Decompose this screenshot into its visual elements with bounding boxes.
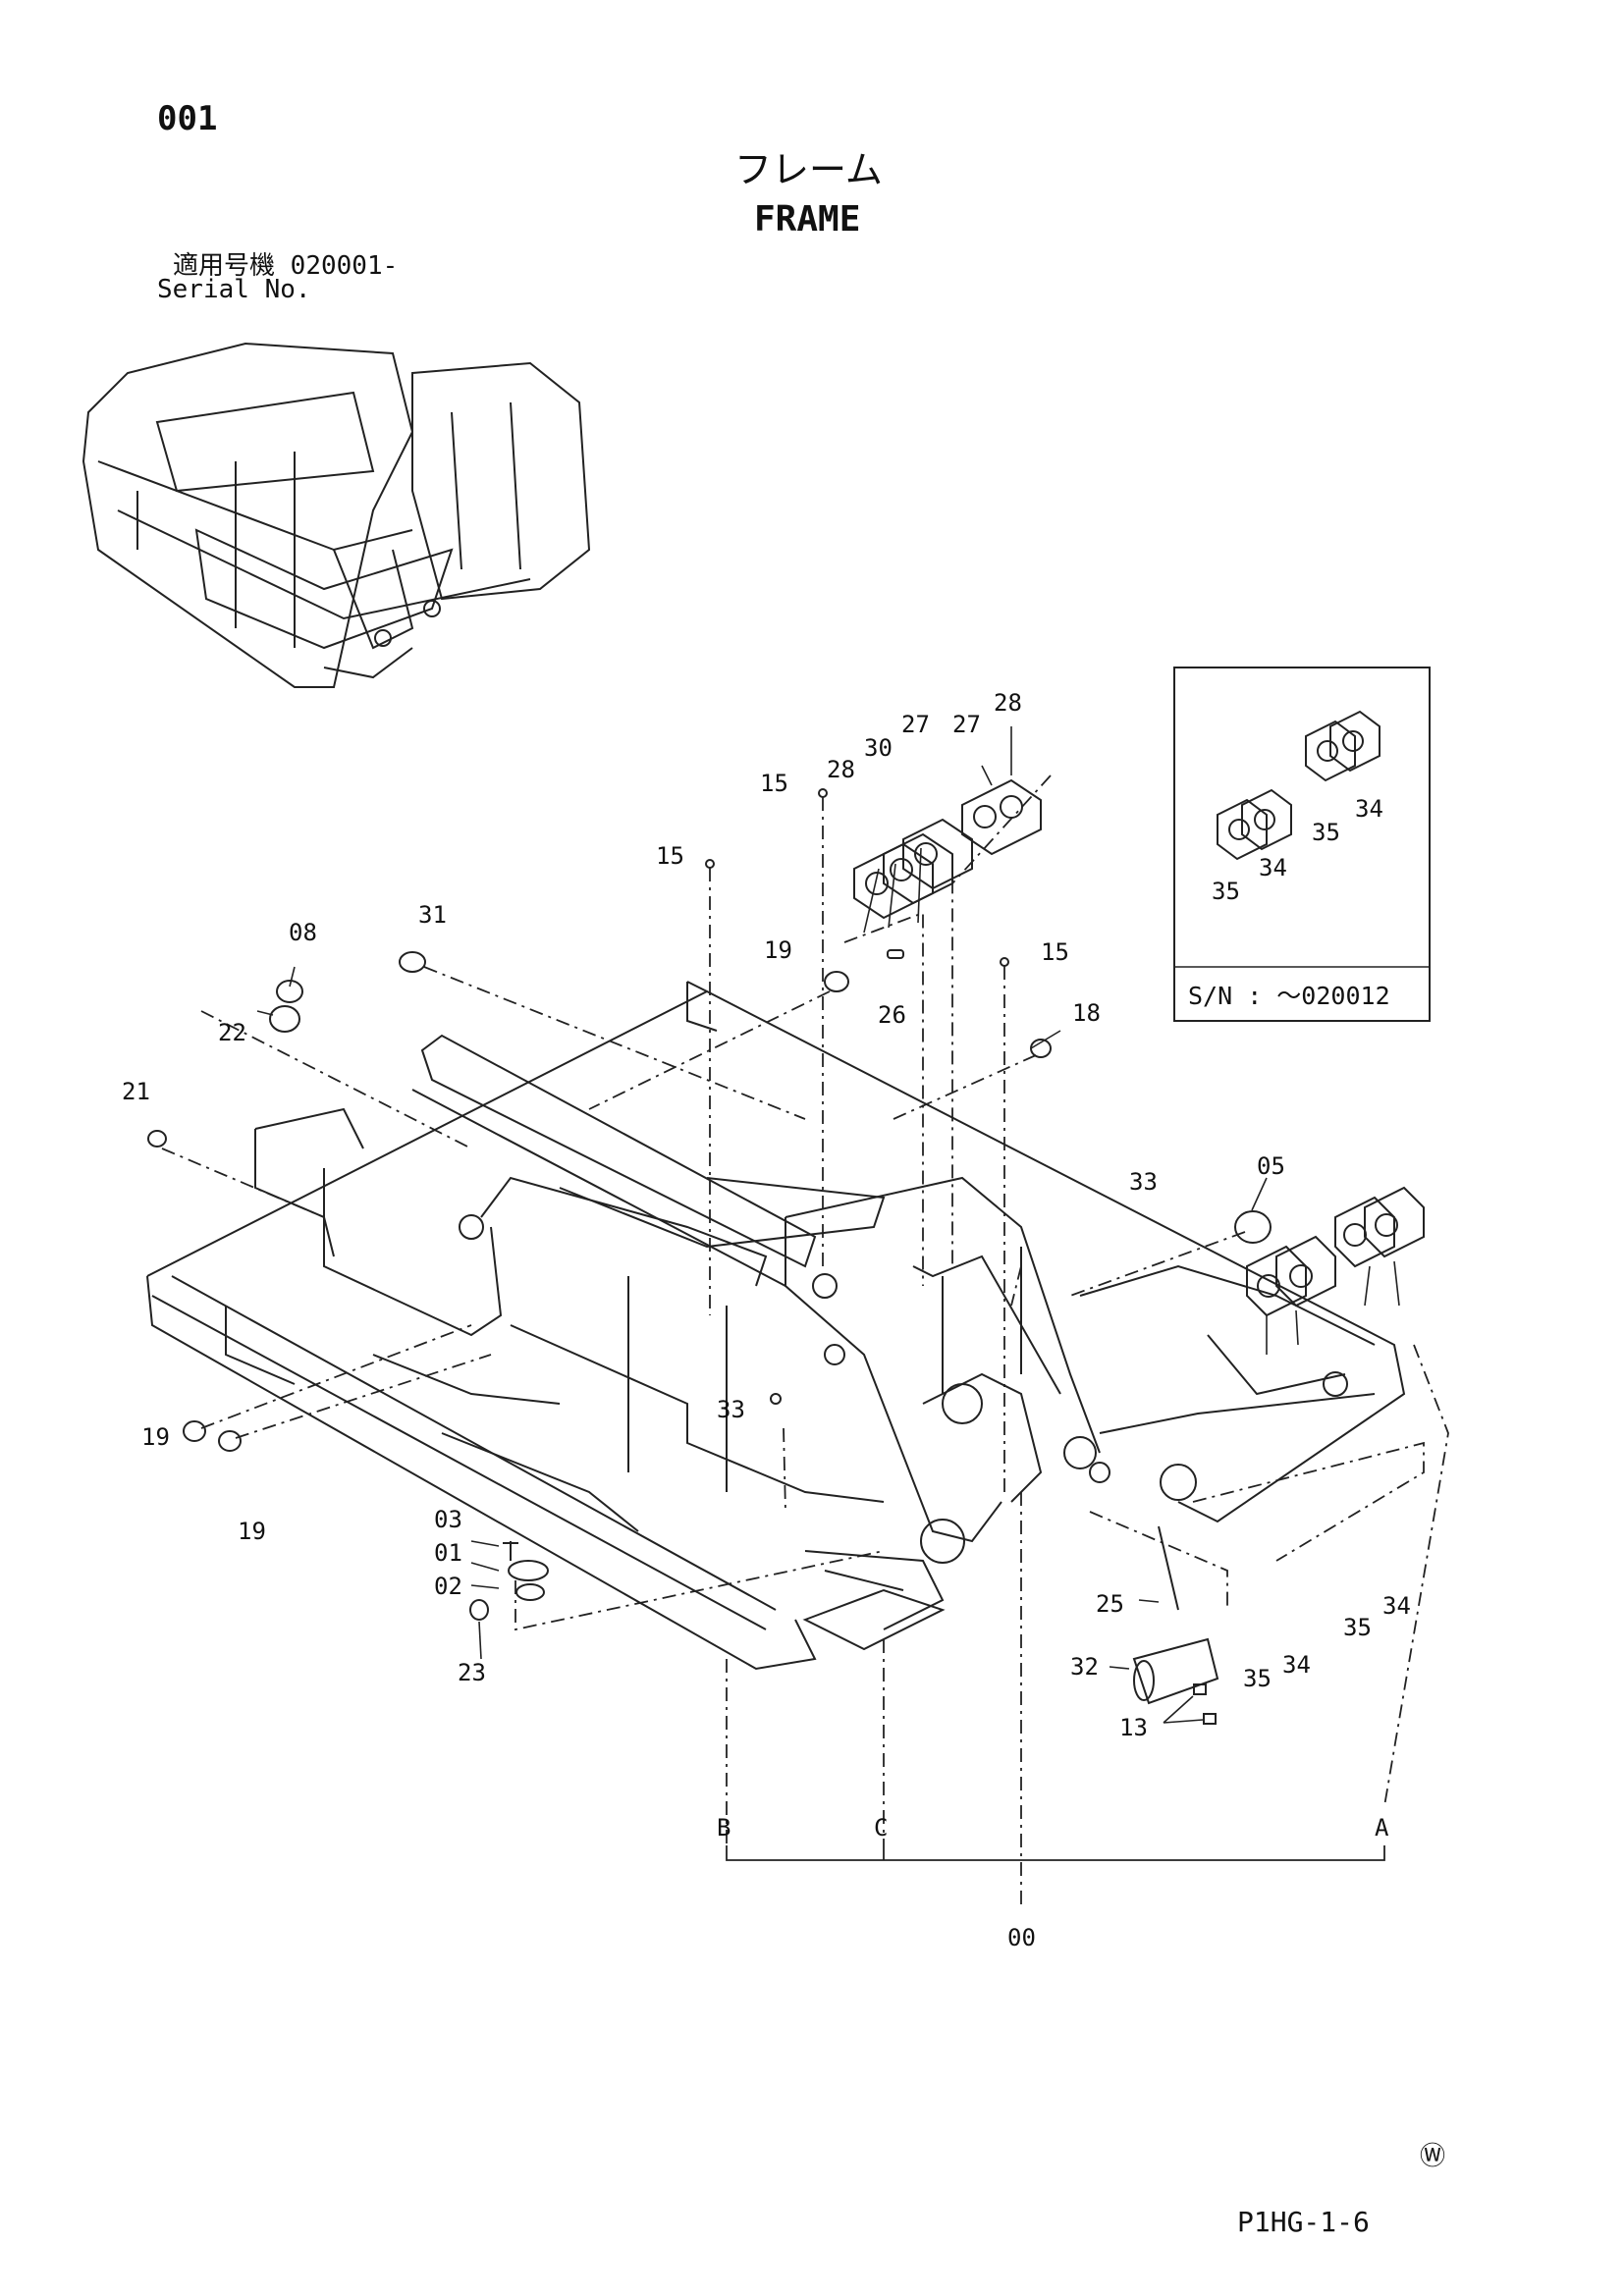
part-label: 33 [717, 1396, 745, 1423]
part-label: 34 [1282, 1651, 1311, 1679]
part-label: 22 [218, 1019, 246, 1046]
part-label: 28 [994, 689, 1022, 717]
part-label: 19 [764, 936, 792, 964]
part-label: 19 [141, 1423, 170, 1451]
step-plate [802, 1588, 946, 1651]
part-label: 27 [901, 711, 930, 738]
part-label: 28 [827, 756, 855, 783]
page-title: FRAME [754, 199, 861, 240]
reference-labels: B C A 00 [717, 1814, 1389, 1951]
part-label: 34 [1382, 1592, 1411, 1620]
part-label: 25 [1096, 1590, 1124, 1618]
page-number: 001 [157, 99, 218, 138]
part-label: 26 [878, 1001, 906, 1029]
reference-label-c: C [874, 1814, 888, 1842]
part-label: 01 [434, 1539, 462, 1567]
part-label: 08 [289, 919, 317, 946]
part-label: 15 [1041, 938, 1069, 966]
label-leaders [256, 726, 1400, 1724]
shim-plates [853, 778, 1425, 1317]
serial-label-jp-text: 適用号機 [173, 251, 276, 281]
serial-label-en: Serial No. [157, 275, 311, 304]
part-label: 15 [656, 842, 684, 870]
main-frame-drawing [146, 981, 1406, 1671]
leader-lines [161, 774, 1449, 1904]
reference-label-b: B [717, 1814, 731, 1842]
serial-label-jp: 適用号機 020001- [173, 253, 398, 279]
small-parts [147, 788, 1272, 1725]
inset-part-label: 34 [1259, 854, 1287, 881]
part-label: 21 [122, 1078, 150, 1105]
part-label: 02 [434, 1573, 462, 1600]
part-label: 03 [434, 1506, 462, 1533]
inset-serial-text: S/N : ～020012 [1188, 982, 1390, 1010]
reference-label-00: 00 [1007, 1924, 1036, 1951]
excavator-thumbnail [81, 342, 591, 688]
part-label: 32 [1070, 1653, 1099, 1681]
circle-w-mark: Ⓦ [1420, 2142, 1446, 2171]
part-label: 35 [1343, 1614, 1372, 1641]
reference-label-a: A [1375, 1814, 1389, 1842]
part-label: 13 [1119, 1714, 1148, 1741]
drawing-code: P1HG-1-6 [1237, 2206, 1370, 2238]
part-label: 23 [458, 1659, 486, 1686]
part-label: 27 [952, 711, 981, 738]
part-label: 35 [1243, 1665, 1272, 1692]
inset-part-label: 35 [1212, 878, 1240, 905]
part-label: 15 [760, 770, 788, 797]
inset-part-label: 35 [1312, 819, 1340, 846]
inset-box [1173, 667, 1431, 1022]
part-label: 33 [1129, 1168, 1158, 1196]
part-number-labels: 15 28 30 27 27 28 15 19 26 15 18 08 31 2… [122, 689, 1411, 1741]
part-label: 18 [1072, 999, 1101, 1027]
part-label: 05 [1257, 1152, 1285, 1180]
reference-bracket [726, 1845, 1385, 1861]
serial-range: 020001- [290, 251, 399, 281]
part-label: 30 [864, 734, 893, 762]
part-label: 31 [418, 901, 447, 929]
page-title-jp: フレーム [734, 148, 883, 191]
inset-labels: 35 34 35 34 [1212, 795, 1383, 905]
part-label: 19 [238, 1518, 266, 1545]
inset-part-label: 34 [1355, 795, 1383, 823]
